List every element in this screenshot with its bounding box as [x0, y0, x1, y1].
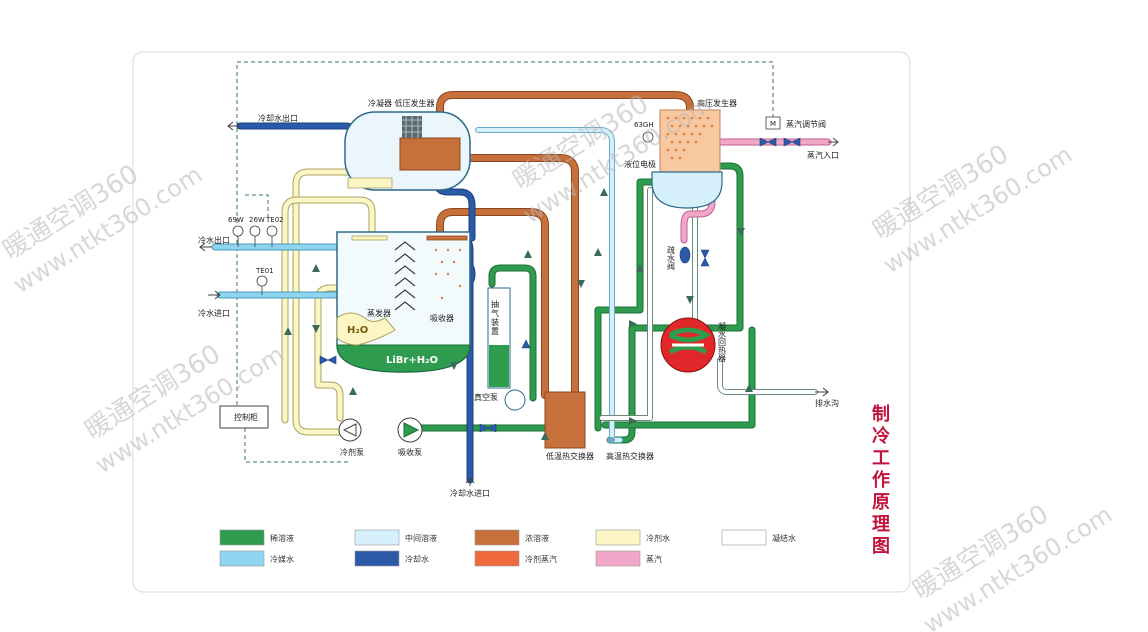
title-char: 工: [872, 448, 890, 469]
legend-label: 浓溶液: [525, 533, 549, 543]
label-libr: LiBr+H₂O: [386, 355, 438, 366]
label-69w: 69W: [228, 216, 244, 224]
absorber-pump: [397, 417, 423, 443]
label-absorber-pump: 吸收泵: [398, 447, 422, 457]
evaporator-absorber-vessel: [336, 231, 471, 373]
label-cooling-water-inlet: 冷却水进口: [450, 488, 490, 498]
absorber-spray-bar: [426, 235, 468, 241]
condensate-pipes: [599, 187, 818, 421]
label-ht-heat-exchanger: 高温热交换器: [606, 451, 654, 461]
title-char: 制: [872, 404, 890, 425]
legend-swatch: [721, 529, 767, 546]
title-char: 冷: [872, 425, 890, 447]
label-evaporator: 蒸发器: [367, 308, 391, 318]
label-purge-device: 抽气装置: [491, 299, 500, 336]
title-char: 作: [872, 469, 890, 491]
lt-heat-exchanger: [544, 391, 586, 449]
label-drain: 排水沟: [815, 398, 839, 408]
label-63gh: 63GH: [634, 121, 654, 129]
refrigerant-water-pipes: [281, 168, 380, 436]
drain-valve-body: [679, 246, 691, 264]
legend-swatch: [354, 550, 400, 567]
refrigerant-pan: [336, 312, 396, 346]
label-condenser-lp-generator: 冷凝器 低压发生器: [368, 98, 435, 108]
label-hp-generator: 高压发生器: [697, 98, 737, 108]
baffle-chevrons: [394, 241, 416, 311]
label-level-electrode: 液位电极: [624, 159, 656, 169]
label-vacuum-pump: 真空泵: [474, 392, 498, 402]
gauges: [232, 116, 781, 287]
legend-label: 冷却水: [405, 554, 429, 564]
legend-label: 稀溶液: [270, 533, 294, 543]
lp-generator-box: [399, 137, 461, 171]
legend-label: 冷剂蒸汽: [525, 554, 557, 564]
label-refrigerant-pump: 冷剂泵: [340, 447, 364, 457]
label-drain-valve: 疏水阀: [667, 245, 676, 271]
legend-swatch: [219, 529, 265, 546]
legend-swatch: [595, 550, 641, 567]
label-condensate-recuperator: 凝水回热器: [718, 321, 727, 363]
title-char: 图: [872, 536, 890, 557]
hp-generator-vessel: [651, 109, 723, 209]
label-te02: TE02: [265, 216, 284, 224]
label-valve-m: M: [770, 120, 776, 128]
legend-label: 蒸汽: [646, 554, 662, 564]
control-cabinet: [219, 405, 269, 429]
legend-swatch: [474, 550, 520, 567]
io-arrows: [199, 121, 839, 486]
label-steam-valve: 蒸汽调节阀: [786, 119, 826, 129]
label-steam-inlet: 蒸汽入口: [807, 150, 839, 160]
condensate-recuperator: [660, 317, 716, 373]
title-char: 原: [872, 492, 890, 513]
vacuum-pump: [504, 389, 526, 411]
refrigerant-pump: [338, 418, 362, 442]
legend-swatch: [474, 529, 520, 546]
intermediate-solution-pipes: [475, 127, 623, 443]
absorber-drops: [434, 248, 462, 300]
label-control-cabinet: 控制柜: [234, 412, 258, 422]
legend-swatch: [595, 529, 641, 546]
flow-arrows: [284, 188, 753, 440]
label-cooling-water-outlet: 冷却水出口: [258, 113, 298, 123]
legend-label: 冷剂水: [646, 533, 670, 543]
legend-swatch: [354, 529, 400, 546]
label-26w: 26W: [249, 216, 265, 224]
legend-label: 中间溶液: [405, 533, 437, 543]
legend-label: 冷媒水: [270, 554, 294, 564]
title-char: 理: [872, 514, 890, 535]
valves: [319, 137, 801, 433]
label-h2o: H₂O: [347, 325, 368, 336]
legend-swatch: [219, 550, 265, 567]
label-chilled-water-outlet: 冷水出口: [198, 235, 230, 245]
label-lt-heat-exchanger: 低温热交换器: [546, 451, 594, 461]
label-absorber: 吸收器: [430, 313, 454, 323]
purge-device-liquid: [489, 345, 509, 387]
legend-label: 凝结水: [772, 533, 796, 543]
label-te01: TE01: [255, 267, 274, 275]
label-chilled-water-inlet: 冷水进口: [198, 308, 230, 318]
evaporator-spray-bar: [351, 235, 388, 241]
condenser-lp-generator-vessel: [344, 111, 471, 191]
